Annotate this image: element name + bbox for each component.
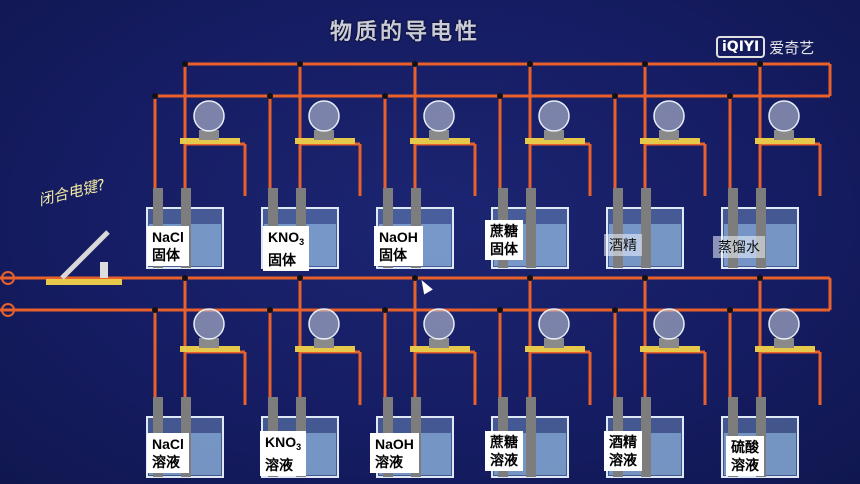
page-title: 物质的导电性	[330, 20, 481, 45]
junction-dot	[727, 93, 733, 99]
junction-dot	[152, 93, 158, 99]
switch-lever	[60, 230, 110, 280]
junction-dot	[382, 93, 388, 99]
top-bulb-socket-2	[429, 130, 449, 140]
top-bulb-icon-1	[308, 100, 340, 132]
bottom-bulb-base-1	[295, 346, 355, 352]
switch-post	[100, 262, 108, 278]
bottom-bulb-socket-0	[199, 338, 219, 348]
top-electrode-left-4	[613, 188, 623, 268]
junction-dot	[297, 275, 303, 281]
junction-dot	[412, 275, 418, 281]
bottom-electrode-right-3	[526, 397, 536, 477]
bottom-bulb-socket-5	[774, 338, 794, 348]
top-bulb-icon-0	[193, 100, 225, 132]
top-bulb-base-3	[525, 138, 585, 144]
top-bulb-base-2	[410, 138, 470, 144]
top-bulb-socket-1	[314, 130, 334, 140]
top-electrode-right-3	[526, 188, 536, 268]
top-bulb-icon-2	[423, 100, 455, 132]
label-top-6: 蒸馏水	[713, 236, 765, 258]
junction-dot	[267, 93, 273, 99]
top-bulb-base-5	[755, 138, 815, 144]
bottom-bulb-base-4	[640, 346, 700, 352]
junction-dot	[182, 275, 188, 281]
top-electrode-left-5	[728, 188, 738, 268]
terminal-top	[1, 271, 15, 285]
bottom-bulb-icon-4	[653, 308, 685, 340]
junction-dot	[297, 61, 303, 67]
top-bulb-icon-3	[538, 100, 570, 132]
top-bulb-socket-5	[774, 130, 794, 140]
top-bulb-socket-4	[659, 130, 679, 140]
top-bulb-socket-0	[199, 130, 219, 140]
bottom-bulb-base-2	[410, 346, 470, 352]
bottom-bulb-icon-2	[423, 308, 455, 340]
junction-dot	[642, 275, 648, 281]
bottom-bulb-icon-1	[308, 308, 340, 340]
junction-dot	[412, 61, 418, 67]
terminal-bottom	[1, 303, 15, 317]
bottom-bulb-icon-5	[768, 308, 800, 340]
top-bulb-base-4	[640, 138, 700, 144]
top-bulb-icon-5	[768, 100, 800, 132]
top-bulb-base-0	[180, 138, 240, 144]
bottom-bulb-socket-2	[429, 338, 449, 348]
label-bottom-6: 硫酸溶液	[726, 436, 764, 476]
junction-dot	[497, 307, 503, 313]
junction-dot	[757, 61, 763, 67]
junction-dot	[642, 61, 648, 67]
logo-mark: iQIYI	[716, 36, 766, 58]
junction-dot	[182, 61, 188, 67]
junction-dot	[267, 307, 273, 313]
bottom-bulb-socket-3	[544, 338, 564, 348]
junction-dot	[382, 307, 388, 313]
iqiyi-logo: iQIYI 爱奇艺	[716, 36, 814, 58]
bottom-bulb-base-5	[755, 346, 815, 352]
junction-dot	[757, 275, 763, 281]
bottom-bulb-icon-0	[193, 308, 225, 340]
bottom-bulb-base-3	[525, 346, 585, 352]
bottom-bulb-socket-4	[659, 338, 679, 348]
junction-dot	[727, 307, 733, 313]
top-electrode-right-4	[641, 188, 651, 268]
label-bottom-5: 酒精溶液	[604, 431, 642, 471]
junction-dot	[527, 275, 533, 281]
junction-dot	[497, 93, 503, 99]
junction-dot	[152, 307, 158, 313]
label-top-5: 酒精	[604, 234, 642, 256]
top-bulb-base-1	[295, 138, 355, 144]
junction-dot	[612, 93, 618, 99]
top-bulb-icon-4	[653, 100, 685, 132]
junction-dot	[527, 61, 533, 67]
bottom-electrode-right-4	[641, 397, 651, 477]
junction-dot	[612, 307, 618, 313]
top-electrode-right-5	[756, 188, 766, 268]
bottom-bulb-base-0	[180, 346, 240, 352]
label-top-4: 蔗糖固体	[485, 220, 523, 260]
top-bulb-socket-3	[544, 130, 564, 140]
logo-text: 爱奇艺	[769, 38, 815, 57]
switch-base	[46, 279, 122, 285]
label-bottom-4: 蔗糖溶液	[485, 431, 523, 471]
bottom-bulb-icon-3	[538, 308, 570, 340]
bottom-bulb-socket-1	[314, 338, 334, 348]
